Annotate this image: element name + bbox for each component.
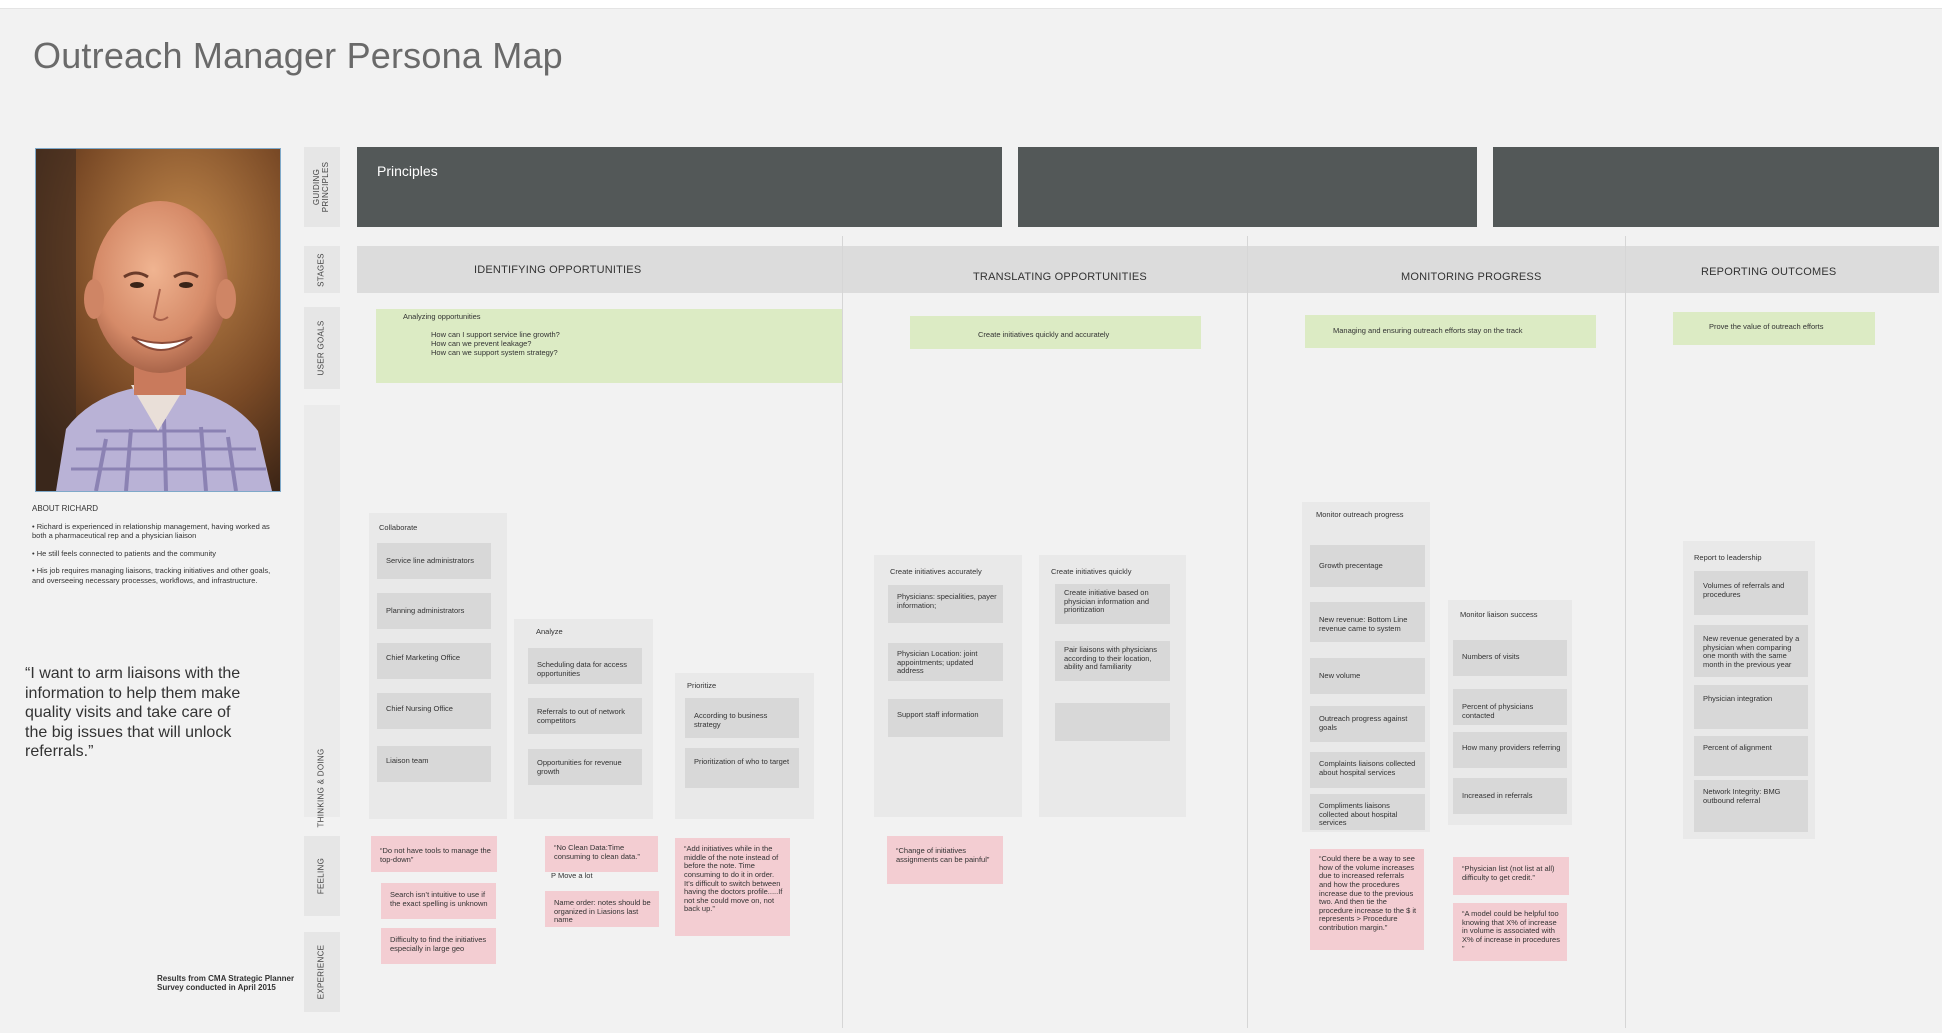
goal-title: Analyzing opportunities	[403, 312, 481, 321]
group-report: Report to leadership Volumes of referral…	[1683, 541, 1815, 839]
group-quickly: Create initiatives quickly Create initia…	[1039, 555, 1186, 817]
principle-block: Principles	[357, 147, 1002, 227]
feeling-note: “Do not have tools to manage the top-dow…	[371, 836, 497, 872]
row-label-stages: STAGES	[304, 246, 340, 293]
card: Outreach progress against goals	[1310, 706, 1425, 742]
card	[1055, 703, 1170, 741]
group-monitor-liaison: Monitor liaison success Numbers of visit…	[1448, 600, 1572, 825]
card: Numbers of visits	[1453, 640, 1567, 676]
row-label-goals: USER GOALS	[304, 307, 340, 389]
card: Compliments liaisons collected about hos…	[1310, 794, 1425, 830]
goal-prove: Prove the value of outreach efforts	[1673, 312, 1875, 345]
feeling-note: Difficulty to find the initiatives espec…	[381, 928, 496, 964]
stages-band	[357, 246, 1939, 293]
card: Increased in referrals	[1453, 778, 1567, 814]
card: Network Integrity: BMG outbound referral	[1694, 780, 1808, 832]
card: Chief Marketing Office	[377, 643, 491, 679]
principle-block	[1018, 147, 1477, 227]
card: Complaints liaisons collected about hosp…	[1310, 752, 1425, 788]
card: Service line administrators	[377, 543, 491, 579]
group-analyze: Analyze Scheduling data for access oppor…	[514, 619, 653, 819]
card: New revenue: Bottom Line revenue came to…	[1310, 602, 1425, 642]
card: How many providers referring	[1453, 732, 1567, 768]
principle-block	[1493, 147, 1939, 227]
card: According to business strategy	[685, 698, 799, 738]
card: Support staff information	[888, 699, 1003, 737]
feeling-note: Search isn’t intuitive to use if the exa…	[381, 883, 496, 919]
stage-identifying: IDENTIFYING OPPORTUNITIES	[474, 264, 642, 276]
card: Opportunities for revenue growth	[528, 749, 642, 785]
row-label-feeling: FEELING	[304, 836, 340, 916]
feeling-annotation: P Move a lot	[551, 871, 593, 880]
about-point: • He still feels connected to patients a…	[32, 548, 216, 558]
about-list: • Richard is experienced in relationship…	[32, 522, 277, 593]
feeling-note: “A model could be helpful too knowing th…	[1453, 903, 1567, 961]
feeling-note: “Physician list (not list at all) diffic…	[1453, 857, 1569, 895]
stage-reporting: REPORTING OUTCOMES	[1701, 266, 1837, 278]
stage-translating: TRANSLATING OPPORTUNITIES	[973, 271, 1147, 283]
persona-quote: “I want to arm liaisons with the informa…	[25, 665, 241, 761]
survey-note: Results from CMA Strategic Planner Surve…	[157, 974, 295, 993]
card: New revenue generated by a physician whe…	[1694, 625, 1808, 677]
card: Create initiative based on physician inf…	[1055, 584, 1170, 624]
card: Physician Location: joint appointments; …	[888, 643, 1003, 681]
group-monitor-outreach: Monitor outreach progress Growth precent…	[1302, 502, 1430, 832]
persona-portrait-image	[36, 149, 280, 491]
feeling-note: “Change of initiatives assignments can b…	[887, 836, 1003, 884]
card: Liaison team	[377, 746, 491, 782]
stage-divider	[842, 236, 843, 1028]
card: Scheduling data for access opportunities	[528, 648, 642, 684]
group-accurately: Create initiatives accurately Physicians…	[874, 555, 1022, 817]
card: Physicians: specialities, payer informat…	[888, 585, 1003, 623]
page-title: Outreach Manager Persona Map	[33, 35, 563, 76]
goal-question: How can I support service line growth?	[431, 330, 560, 339]
card: Growth precentage	[1310, 545, 1425, 587]
group-collaborate: Collaborate Service line administrators …	[369, 513, 507, 819]
feeling-note: “Could there be a way to see how of the …	[1310, 849, 1424, 950]
feeling-note: “No Clean Data:Time consuming to clean d…	[545, 836, 658, 872]
card: Percent of physicians contacted	[1453, 689, 1567, 725]
card: Chief Nursing Office	[377, 693, 491, 729]
card: Pair liaisons with physicians according …	[1055, 641, 1170, 681]
card: Planning administrators	[377, 593, 491, 629]
card: Percent of alignment	[1694, 736, 1808, 776]
feeling-note: “Add initiatives while in the middle of …	[675, 838, 790, 936]
stage-monitoring: MONITORING PROGRESS	[1401, 271, 1542, 283]
card: Volumes of referrals and procedures	[1694, 571, 1808, 615]
card: New volume	[1310, 658, 1425, 694]
about-point: • Richard is experienced in relationship…	[32, 522, 270, 541]
goal-question: How can we support system strategy?	[431, 348, 558, 357]
goal-managing: Managing and ensuring outreach efforts s…	[1305, 315, 1596, 348]
about-point: • His job requires managing liaisons, tr…	[32, 566, 271, 585]
stage-divider	[1247, 236, 1248, 1028]
persona-photo	[35, 148, 281, 492]
card: Referrals to out of network competitors	[528, 698, 642, 734]
goal-analyzing: Analyzing opportunities How can I suppor…	[376, 309, 842, 383]
goal-create: Create initiatives quickly and accuratel…	[910, 316, 1201, 349]
group-prioritize: Prioritize According to business strateg…	[675, 673, 814, 819]
about-heading: ABOUT RICHARD	[32, 504, 99, 513]
stage-divider	[1625, 236, 1626, 1028]
row-label-principles: GUIDING PRINCIPLES	[304, 147, 340, 227]
card: Physician integration	[1694, 685, 1808, 729]
feeling-note: Name order: notes should be organized in…	[545, 891, 659, 927]
row-label-thinking: THINKING & DOING	[304, 405, 340, 828]
card: Prioritization of who to target	[685, 748, 799, 788]
goal-question: How can we prevent leakage?	[431, 339, 532, 348]
row-label-experience: EXPERIENCE	[304, 932, 340, 1012]
